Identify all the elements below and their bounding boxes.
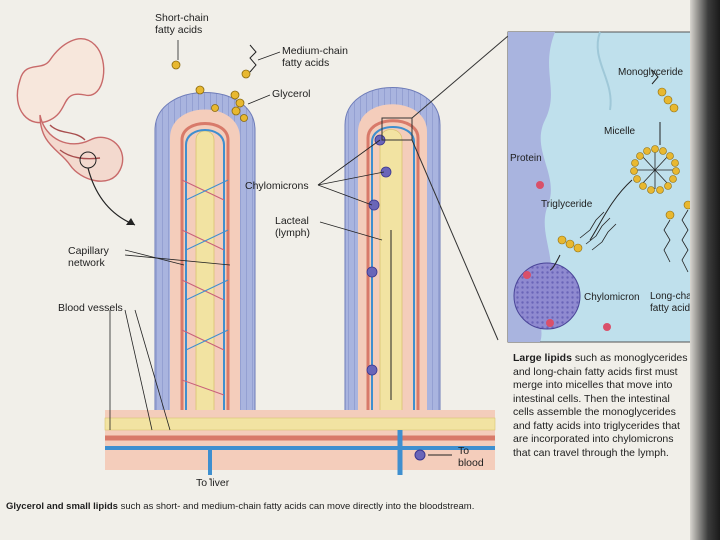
inset-label-protein: Protein (510, 153, 542, 164)
inset-label-triglyceride: Triglyceride (541, 199, 593, 210)
monoglyceride-molecule (651, 69, 679, 113)
caption-small-lipids-text: such as short- and medium-chain fatty ac… (117, 501, 475, 512)
label-to-liver: To liver (196, 477, 230, 489)
glycerol-molecules (230, 90, 248, 122)
villus-right (344, 87, 441, 421)
caption-large-lipids-text: such as monoglycerides and long-chain fa… (513, 352, 688, 459)
caption-small-lipids-bold: Glycerol and small lipids (6, 501, 118, 512)
zoom-arrowhead (126, 218, 135, 225)
inset-leader-top (411, 35, 509, 119)
chylomicrons-in-lacteal (366, 134, 392, 376)
label-capillary-network: Capillary network (68, 245, 109, 269)
inset-label-monoglyceride: Monoglyceride (618, 67, 684, 78)
label-short-chain-fatty-acids: Short-chain fatty acids (155, 12, 209, 36)
medium-chain-fatty-acids-molecules (241, 44, 257, 79)
label-lacteal: Lacteal (lymph) (275, 215, 311, 239)
inset-label-micelle: Micelle (604, 126, 636, 137)
inset-panel (507, 31, 704, 343)
label-leader-lines (109, 40, 385, 480)
inset-label-long-chain-fatty-acids: Long-chain fatty acids (650, 291, 700, 314)
short-chain-fatty-acids-molecules (171, 60, 219, 112)
caption-large-lipids: Large lipids such as monoglycerides and … (513, 352, 691, 460)
crypt-epithelium (255, 113, 350, 421)
inset-flow-arrows (549, 122, 661, 271)
inset-source-box (381, 117, 413, 141)
caption-small-lipids: Glycerol and small lipids such as short-… (6, 500, 496, 513)
inset-leader-bottom (411, 139, 499, 341)
inset-label-chylomicron: Chylomicron (584, 292, 640, 303)
label-blood-vessels: Blood vessels (58, 302, 123, 314)
chylomicron-exit (414, 449, 426, 461)
caption-large-lipids-bold: Large lipids (513, 352, 572, 364)
label-to-blood: To blood (458, 445, 484, 469)
label-medium-chain-fatty-acids: Medium-chain fatty acids (282, 45, 348, 69)
page-edge-shadow (690, 0, 720, 540)
triglyceride-molecule (557, 211, 617, 253)
lacteal-base (104, 417, 496, 431)
small-intestine-sketch (16, 38, 124, 182)
micelle (630, 145, 680, 194)
villus-left (154, 92, 256, 421)
label-glycerol: Glycerol (272, 88, 311, 100)
label-chylomicrons: Chylomicrons (245, 180, 309, 192)
